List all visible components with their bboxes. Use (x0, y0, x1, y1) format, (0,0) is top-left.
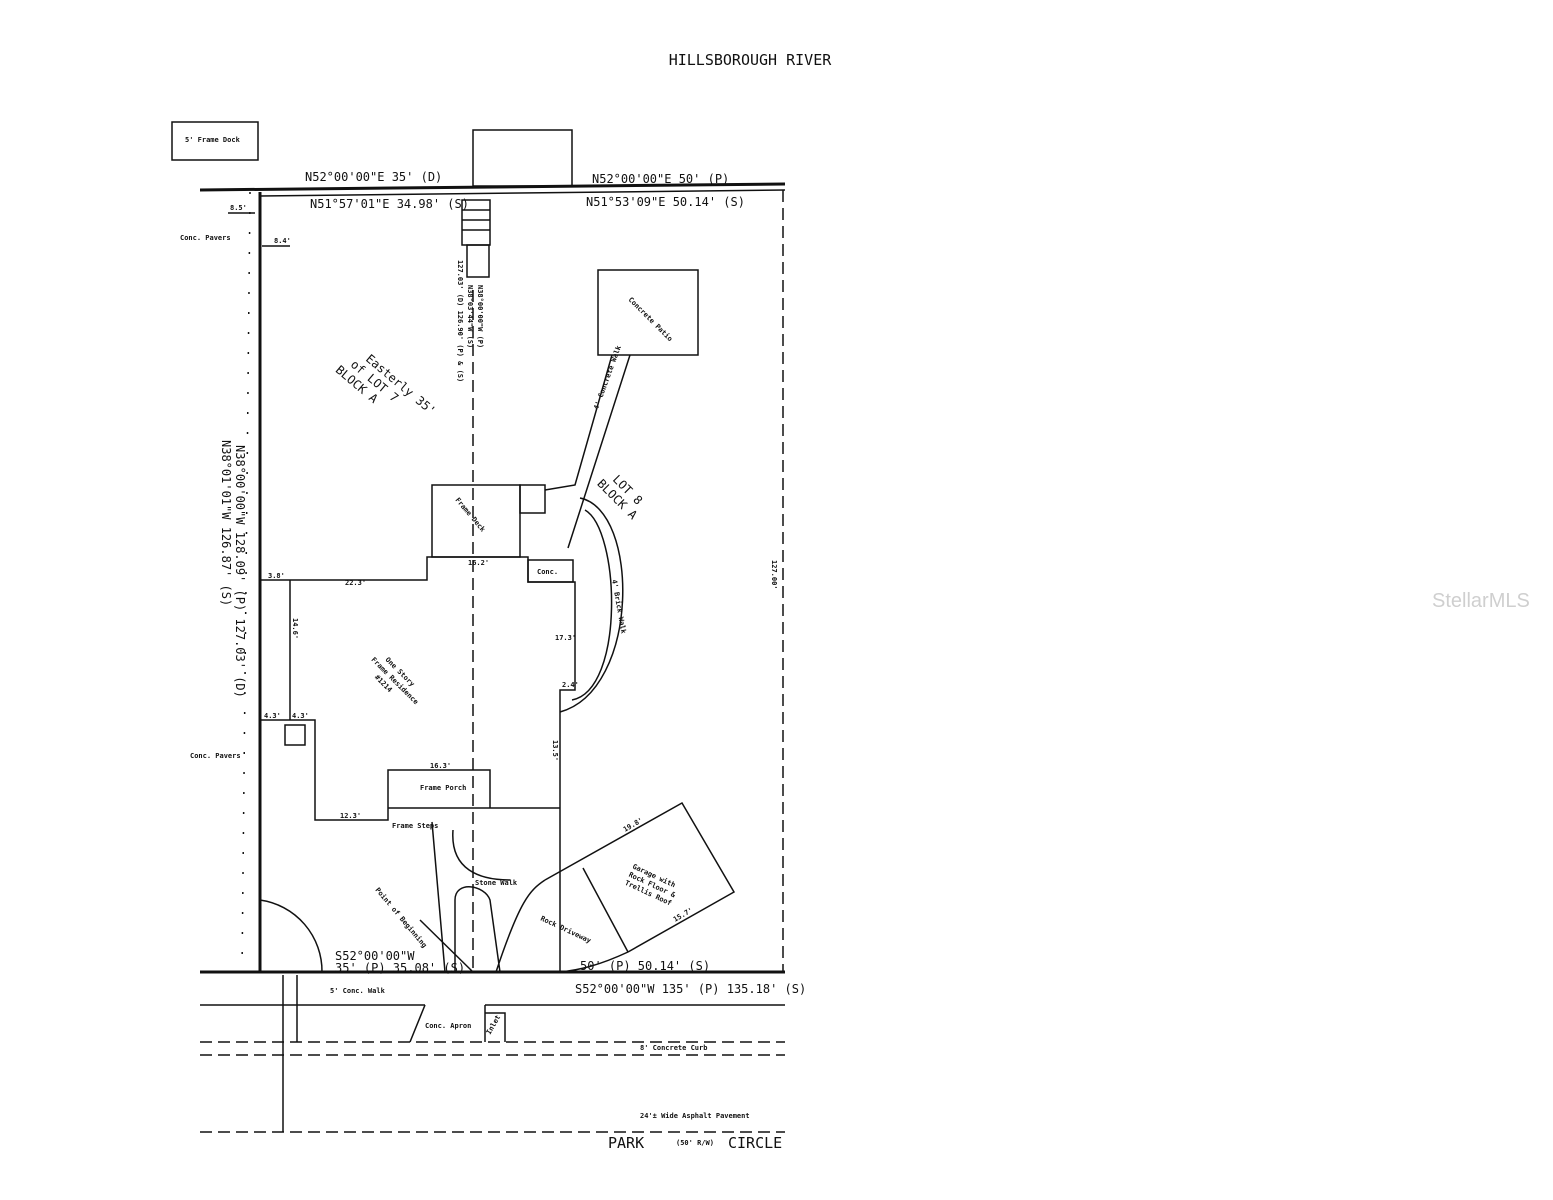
bearing-south-left-1: S52°00'00"W (335, 949, 415, 963)
bearing-mid-3: 127.03' (D) 126.90' (P) & (S) (456, 260, 464, 382)
street-name-left: PARK (608, 1134, 644, 1152)
inlet-label: Inlet (485, 1014, 502, 1036)
dim-4-3-right: 4.3' (292, 712, 309, 720)
concrete-patio-label: Concrete Patio (627, 296, 674, 343)
conc-label: Conc. (537, 568, 558, 576)
dim-16-2: 16.2' (468, 559, 489, 567)
dim-8-5: 8.5' (230, 204, 247, 212)
stone-walk (431, 821, 546, 973)
frame-dock-left (171, 121, 259, 161)
pavement-label: 24'± Wide Asphalt Pavement (640, 1112, 750, 1120)
north-boundary (199, 182, 786, 192)
residence-label: One Story Frame Residence #1214 (369, 656, 419, 706)
concrete-patio (597, 269, 699, 356)
bearing-north-p: N52°00'00"E 50' (P) (592, 172, 729, 186)
dim-2-4: 2.4' (562, 681, 579, 689)
dim-14-6: 14.6' (291, 618, 299, 639)
bearing-mid-2: N38°03'44"W (S) (466, 285, 474, 348)
pob-arc (259, 899, 323, 973)
deck-steps (519, 484, 546, 514)
bearing-west-2: N38°01'01"W 126.87' (S) (219, 440, 233, 606)
bearing-east: 127.00' (770, 560, 778, 590)
pob-label: Point of Beginning (373, 886, 428, 949)
bearing-north-s-right: N51°53'09"E 50.14' (S) (586, 195, 745, 209)
street-name-right: CIRCLE (728, 1134, 782, 1152)
pob-leader (419, 919, 474, 973)
frame-porch-label: Frame Porch (420, 784, 466, 792)
dim-22-3: 22.3' (345, 579, 366, 587)
dim-17-3: 17.3' (555, 634, 576, 642)
conc-pavers-label-2: Conc. Pavers (190, 752, 241, 760)
dim-12-3: 12.3' (340, 812, 361, 820)
frame-dock-label: 5' Frame Dock (185, 136, 241, 144)
concrete-walk (544, 354, 631, 549)
stone-walk-label: Stone Walk (475, 879, 518, 887)
bearing-west-1: N38°00'00"W 128.09' (P) 127.03' (D) (233, 445, 247, 698)
dim-8-4: 8.4' (274, 237, 291, 245)
brick-walk-label: 4' Brick Walk (610, 579, 628, 635)
conc-pavers-label-1: Conc. Pavers (180, 234, 231, 242)
dim-3-8: 3.8' (268, 572, 285, 580)
ac-pad (284, 724, 306, 746)
frame-dock-top (472, 129, 573, 187)
apron (409, 1004, 506, 1043)
garage-label: Garage with Rock Floor & Trellis Roof (624, 863, 678, 908)
north-survey-line (259, 189, 786, 197)
walk-label: 5' Conc. Walk (330, 987, 386, 995)
frame-landing (466, 244, 490, 278)
rock-driveway-label: Rock Driveway (539, 915, 593, 946)
river-title: HILLSBOROUGH RIVER (669, 51, 833, 69)
apron-label: Conc. Apron (425, 1022, 471, 1030)
residence-outline (260, 556, 576, 972)
bearing-mid-1: N38°00'00"W (P) (476, 285, 484, 348)
dim-4-3-left: 4.3' (264, 712, 281, 720)
concrete-walk-label: 4' Concrete Walk (592, 344, 623, 411)
dim-16-3: 16.3' (430, 762, 451, 770)
frame-deck-label: Frame Deck (453, 496, 487, 534)
bearing-south-right: 50' (P) 50.14' (S) (580, 959, 710, 973)
lot7-label: Easterly 35' of LOT 7 BLOCK A (333, 352, 439, 418)
street-row: (50' R/W) (676, 1139, 714, 1147)
frame-steps-label: Frame Steps (392, 822, 438, 830)
curb-label: 8' Concrete Curb (640, 1044, 707, 1052)
bearing-south-total: S52°00'00"W 135' (P) 135.18' (S) (575, 982, 806, 996)
bearing-north-s-left: N51°57'01"E 34.98' (S) (310, 197, 469, 211)
brick-walk (559, 497, 624, 713)
dim-13-5: 13.5' (551, 740, 559, 761)
watermark: StellarMLS (1432, 590, 1530, 612)
conc-pad (527, 559, 574, 583)
bearing-north-d: N52°00'00"E 35' (D) (305, 170, 442, 184)
bearing-south-left-2: 35' (P) 35.08' (S) (335, 961, 465, 975)
